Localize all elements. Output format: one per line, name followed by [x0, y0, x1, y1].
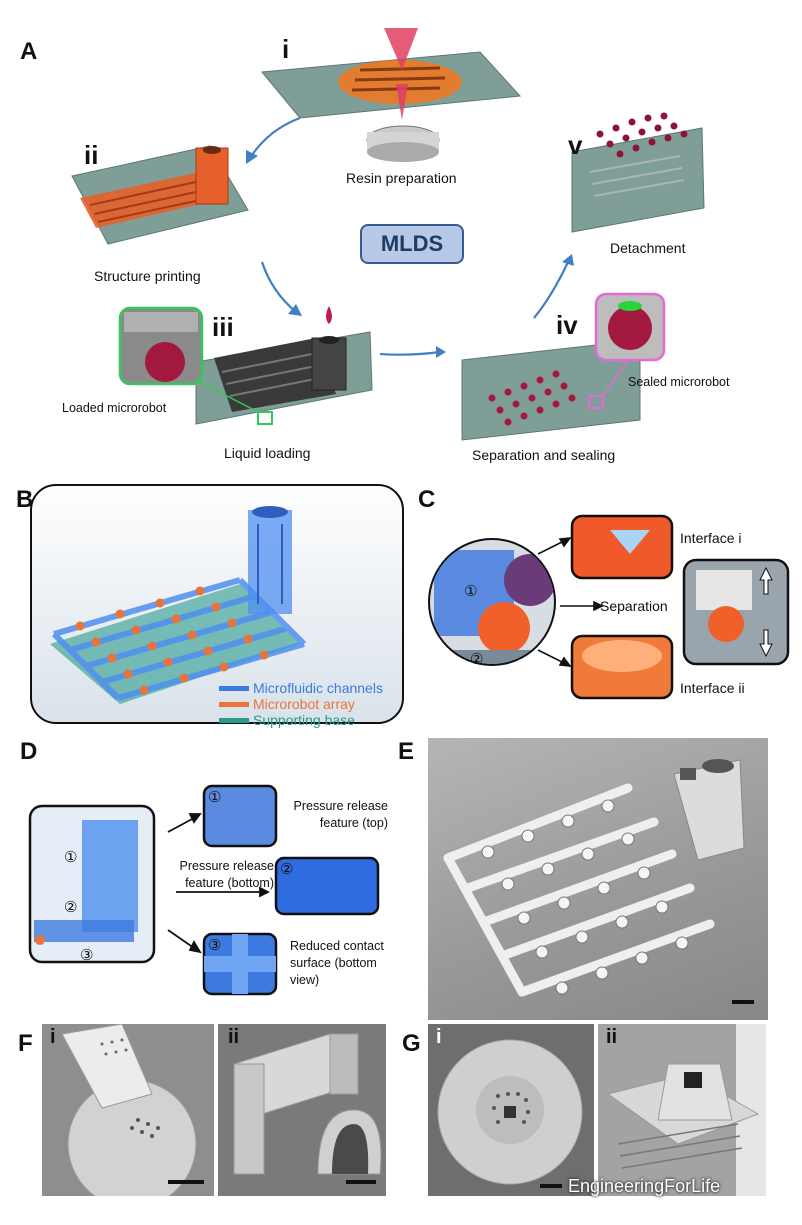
feature-top-label: Pressure release feature (top) [288, 798, 389, 832]
mlds-label: MLDS [360, 224, 464, 264]
legend-supporting-base: Supporting base [253, 712, 355, 728]
panel-f-i-label: i [50, 1026, 56, 1048]
reduced-line2: surface (bottom [290, 956, 377, 970]
detachment-graphic [571, 112, 705, 233]
feature-bottom-line2: feature (bottom) [185, 876, 274, 890]
panel-g-i-sem-image [428, 1024, 594, 1196]
sealed-microrobot-label: Sealed microrobot [628, 375, 730, 389]
panel-d-marker-2: ② [64, 898, 78, 916]
step-i-numeral: i [282, 34, 290, 64]
interface-ii-label: Interface ii [680, 680, 745, 696]
panel-a-illustration [71, 28, 705, 441]
panel-g-i-drawing [437, 1039, 583, 1188]
panel-d-inset-marker-2: ② [280, 860, 294, 878]
reduced-line1: Reduced contact [290, 939, 384, 953]
panel-g-ii-label: ii [606, 1026, 618, 1048]
panel-b-illustration [50, 506, 307, 723]
structure-printing-graphic [71, 145, 249, 245]
panel-a-label: A [20, 38, 38, 65]
panel-f-ii-label: ii [228, 1026, 240, 1048]
panel-f-label: F [18, 1030, 33, 1057]
panel-g-i-label: i [436, 1026, 442, 1048]
panel-b-label: B [16, 486, 34, 513]
panel-c-marker-2: ② [470, 650, 484, 668]
step-ii-caption: Structure printing [94, 268, 201, 284]
panel-d-inset-marker-1: ① [208, 788, 222, 806]
feature-top-line1: Pressure release [293, 799, 389, 813]
panel-e-sem-image [428, 738, 768, 1020]
panel-d-illustration [28, 784, 380, 996]
step-v-numeral: v [568, 130, 583, 160]
step-iv-caption: Separation and sealing [472, 447, 616, 463]
panel-g-label: G [402, 1030, 421, 1057]
panel-f-ii-sem-image [218, 1024, 386, 1196]
feature-bottom-line1: Pressure release [179, 859, 275, 873]
panel-g-ii-sem-image [598, 1024, 766, 1196]
step-i-caption: Resin preparation [346, 170, 457, 186]
panel-c-illustration [428, 514, 790, 700]
step-iii-numeral: iii [212, 312, 234, 342]
step-iii-caption: Liquid loading [224, 445, 311, 461]
panel-f-ii-drawing [233, 1033, 382, 1184]
feature-top-line2: feature (top) [319, 816, 388, 830]
panel-e-label: E [398, 738, 415, 765]
reduced-line3: view) [290, 973, 320, 987]
step-v-caption: Detachment [610, 240, 686, 256]
panel-d-inset-marker-3: ③ [208, 936, 222, 954]
panel-d-marker-1: ① [64, 848, 78, 866]
legend-microrobot-array: Microrobot array [253, 696, 355, 712]
panel-e-sem-drawing [443, 759, 754, 1004]
panel-d-label: D [20, 738, 38, 765]
liquid-loading-graphic [118, 306, 373, 425]
panel-g-ii-drawing [606, 1024, 766, 1196]
step-ii-numeral: ii [84, 140, 99, 170]
separation-label: Separation [600, 598, 668, 614]
reduced-contact-label: Reduced contact surface (bottom view) [290, 938, 400, 989]
step-iv-numeral: iv [556, 310, 578, 340]
panel-c-marker-1: ① [464, 582, 478, 600]
panel-c-label: C [418, 486, 436, 513]
separation-sealing-graphic [461, 292, 666, 441]
feature-bottom-label: Pressure release feature (bottom) [164, 858, 275, 892]
panel-f-i-sem-image [42, 1024, 214, 1196]
loaded-microrobot-label: Loaded microrobot [62, 401, 167, 415]
interface-i-label: Interface i [680, 530, 742, 546]
panel-d-marker-3: ③ [80, 946, 94, 964]
watermark-text: EngineeringForLife [568, 1176, 721, 1196]
cycle-arrows [249, 116, 569, 356]
resin-preparation-graphic [261, 28, 522, 162]
panel-f-i-drawing [61, 1024, 204, 1196]
legend-microfluidic-channels: Microfluidic channels [253, 680, 383, 696]
